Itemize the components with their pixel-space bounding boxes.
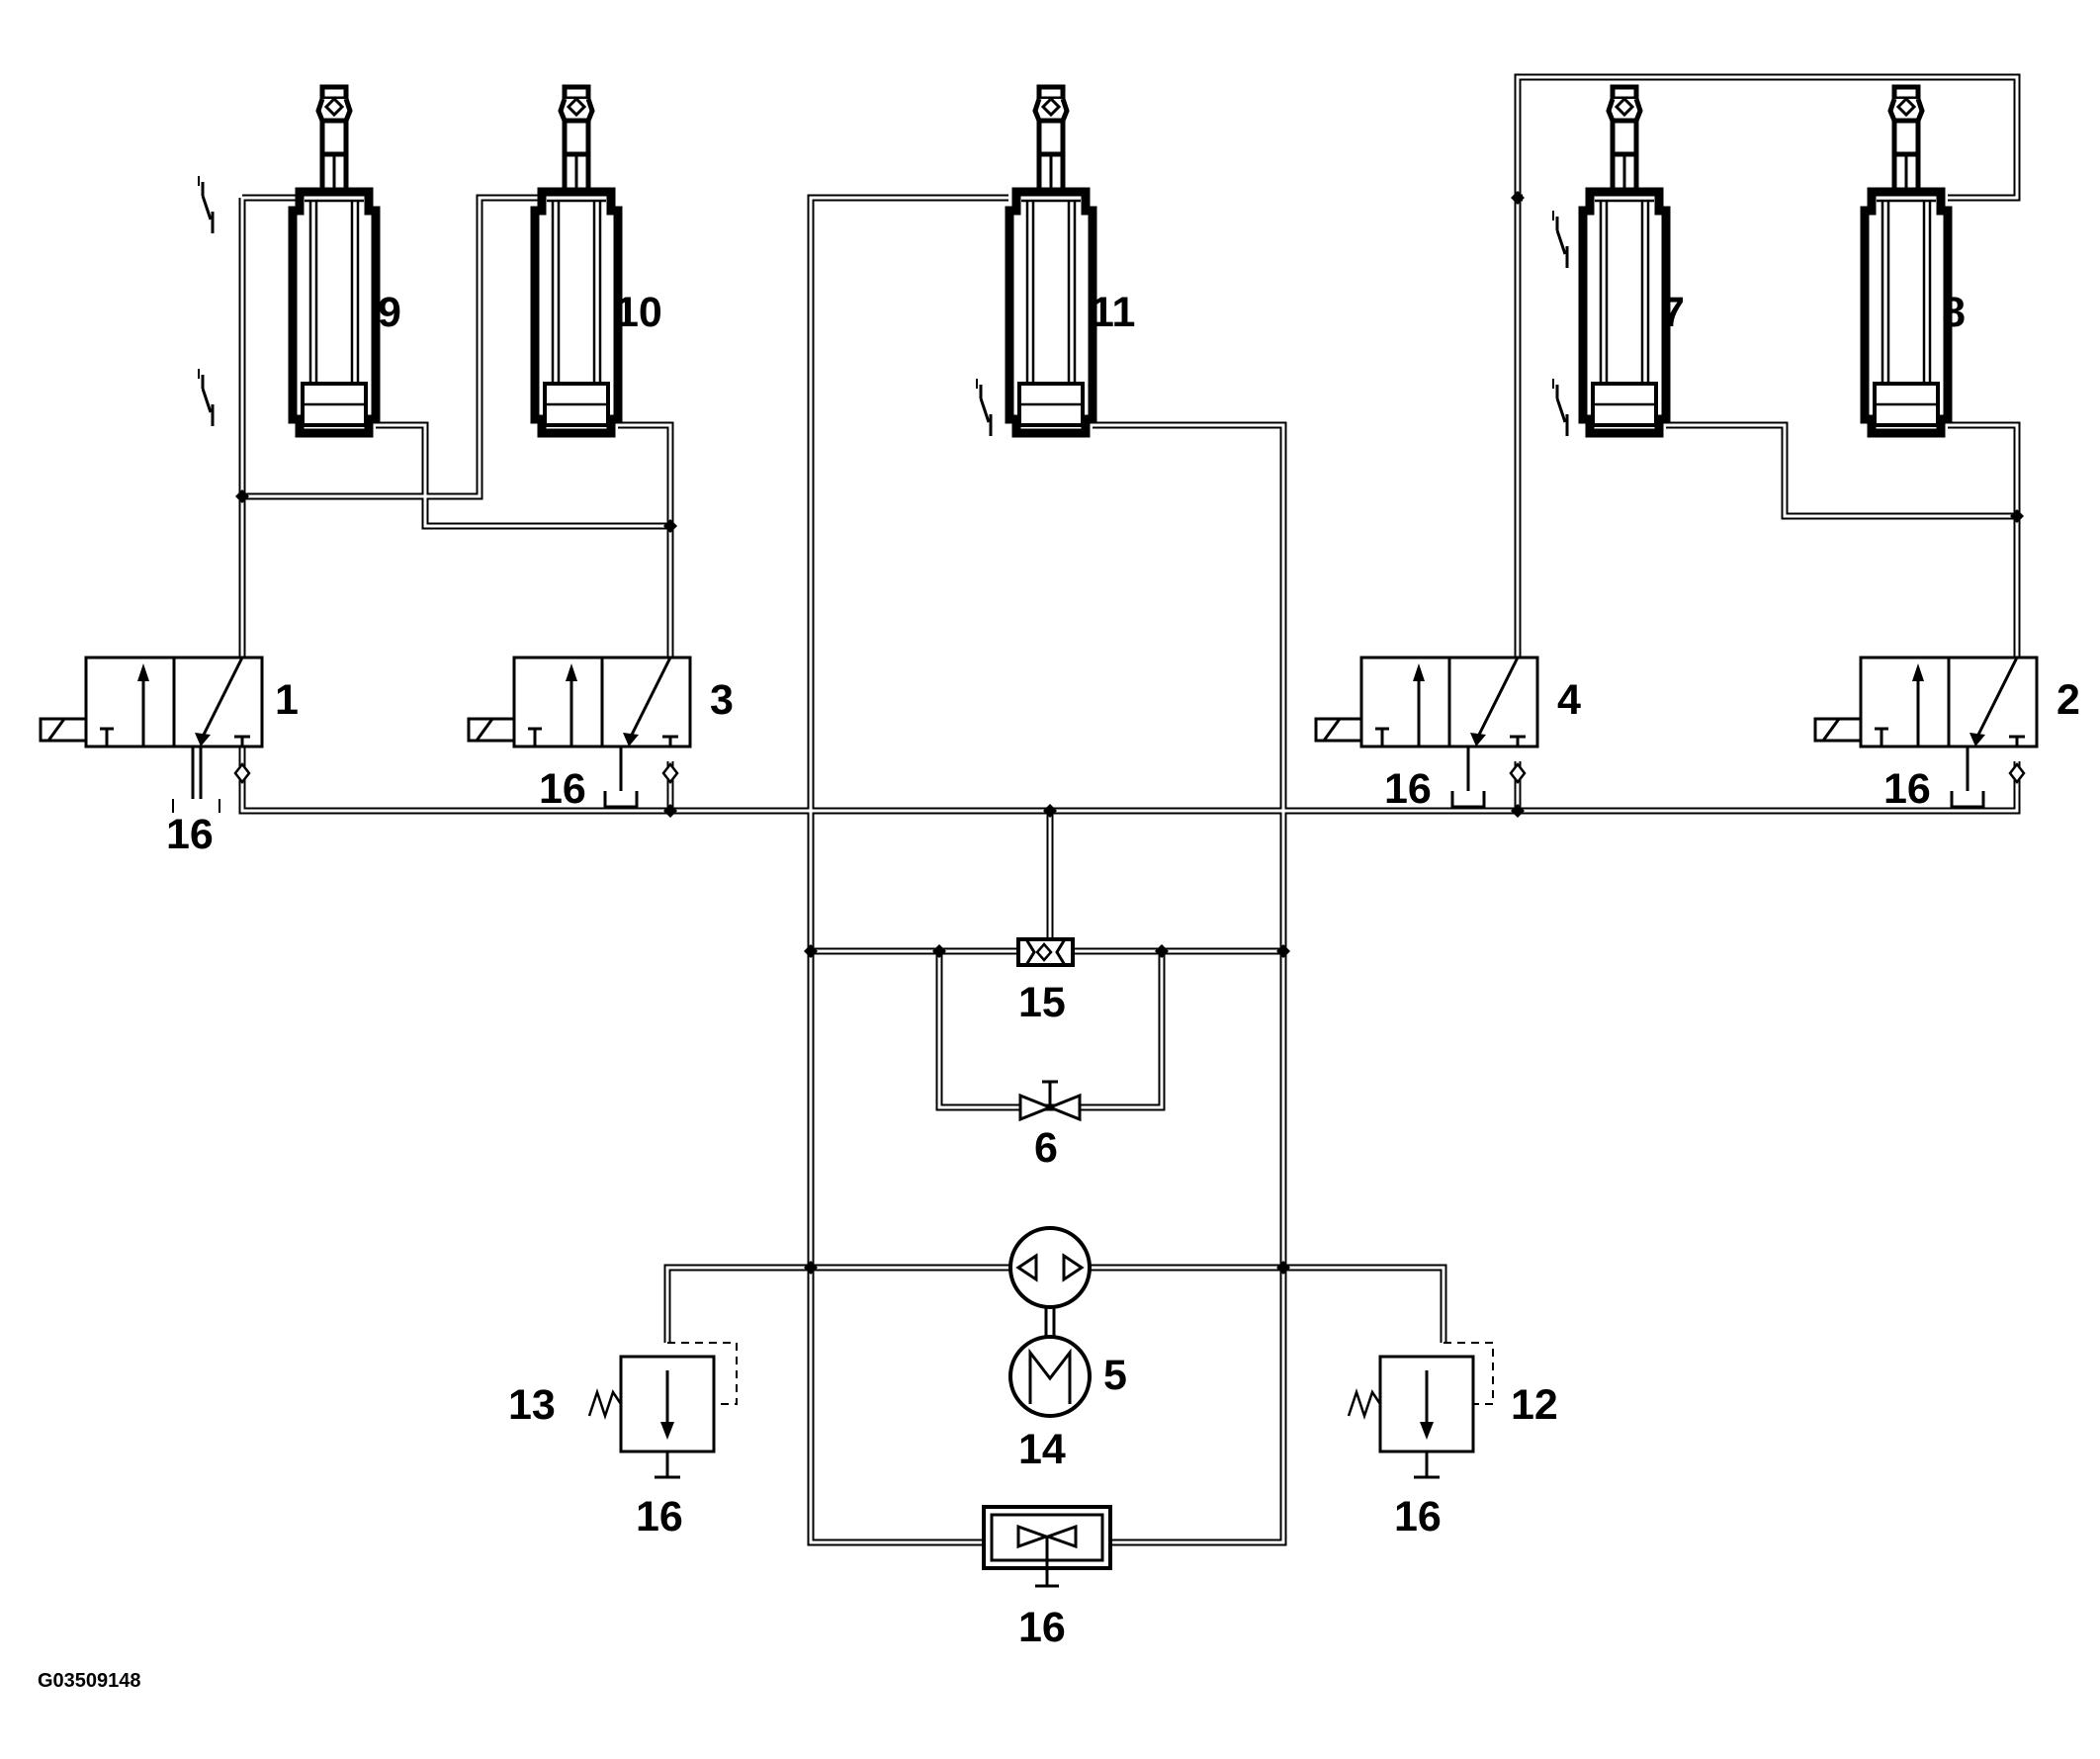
component-labels: 9 10 11 7 8 1 3 4 2 16 16 16 16 15 6 5 1… [38,289,2080,1692]
label-16-b: 16 [539,765,586,813]
cylinder-10 [535,87,618,433]
label-9: 9 [378,289,401,336]
relief-valve-13 [587,1355,716,1479]
valve-4 [1314,656,1539,809]
motor-5 [1008,1335,1092,1418]
label-7: 7 [1661,289,1685,336]
valve-1 [39,656,264,813]
pump-14 [1008,1226,1092,1337]
label-16-c: 16 [1384,765,1432,813]
valve-2 [1813,656,2039,809]
relief-valve-12 [1347,1355,1475,1479]
label-10: 10 [615,289,662,336]
cylinder-8 [1865,87,1948,433]
junction-dots [235,191,2024,1275]
figure-code: G03509148 [38,1670,141,1692]
label-16-e: 16 [636,1493,683,1540]
label-4: 4 [1557,676,1581,724]
shuttle-valve-15 [1016,937,1075,967]
valve-3 [467,656,692,809]
bottom-valve [982,1505,1112,1588]
label-16-f: 16 [1394,1493,1442,1540]
label-15: 15 [1018,979,1066,1026]
label-16-a: 16 [166,811,214,858]
label-16-d: 16 [1883,765,1931,813]
label-12: 12 [1511,1381,1558,1429]
manual-valve-6 [1018,1080,1082,1122]
label-13: 13 [508,1381,556,1429]
label-5: 5 [1103,1352,1127,1399]
limit-switches [197,174,1569,438]
label-8: 8 [1942,289,1966,336]
label-1: 1 [275,676,299,724]
label-14: 14 [1018,1426,1066,1473]
cylinder-9 [293,87,376,433]
cylinder-7 [1583,87,1666,433]
pilot-lines [667,1342,1494,1405]
label-6: 6 [1034,1124,1058,1172]
label-16-g: 16 [1018,1604,1066,1651]
cylinder-11 [1009,87,1093,433]
label-3: 3 [710,676,734,724]
label-11: 11 [1091,289,1135,336]
label-2: 2 [2056,676,2080,724]
